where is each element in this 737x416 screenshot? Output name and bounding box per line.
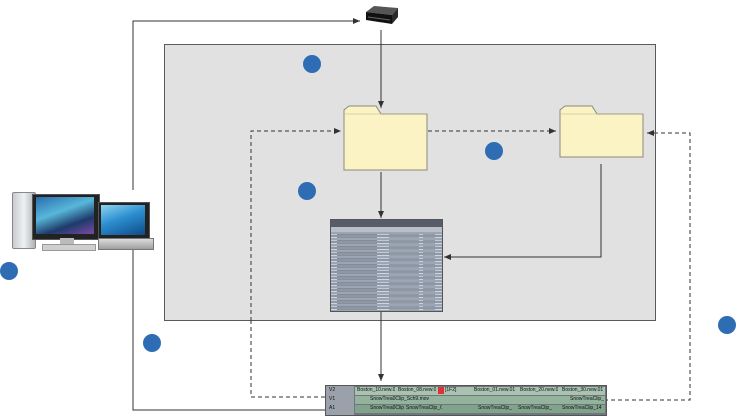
timeline-clip: SnowTrea0Clip_30.mov — [370, 405, 404, 411]
timeline-icon: Boston_10.new.01 Boston_08.new.01 [1F2] … — [325, 385, 607, 416]
editing-workstation-icon — [12, 186, 154, 252]
playhead-marker — [438, 387, 444, 394]
track-label: V1 — [329, 396, 336, 402]
folder-icon-2 — [559, 105, 644, 158]
folder-icon — [343, 105, 428, 171]
workstation-to-timeline-line — [132, 250, 325, 411]
timeline-to-folder2-dashed — [604, 130, 691, 401]
timeline-clip: Boston_20.new.01 — [520, 387, 558, 393]
step-marker — [303, 55, 321, 73]
step-marker — [718, 316, 736, 334]
timeline-clip: Boston_08.new.01 — [398, 387, 436, 393]
step-marker — [485, 142, 503, 160]
timeline-clip: SnowTreaClip_15 — [518, 405, 552, 411]
timeline-clip: SnowTreaClip_11 — [478, 405, 512, 411]
timeline-clip: SnowTreaClip_Ref — [570, 396, 604, 402]
timeline-clip: Boston_10.new.01 — [357, 387, 395, 393]
timeline-clip: [1F2] — [445, 387, 457, 393]
media-bin-icon — [330, 219, 443, 312]
step-marker — [298, 182, 316, 200]
timeline-clip: SnowTrea0Clip_Sch9.mov — [370, 396, 430, 402]
track-label: V2 — [329, 387, 336, 393]
step-marker — [143, 334, 161, 352]
workstation-to-drive-line — [132, 18, 360, 190]
external-drive-icon — [366, 6, 398, 24]
timeline-clip: SnowTreaClip_Ch0.mov — [406, 405, 442, 411]
timeline-clip: SnowTreaClip_14 — [562, 405, 602, 411]
timeline-clip: Boston_30.new.01 [2] — [562, 387, 604, 393]
timeline-clip: Boston_01.new.01 [24] — [474, 387, 516, 393]
step-marker — [0, 262, 18, 280]
track-label: A1 — [329, 405, 336, 411]
